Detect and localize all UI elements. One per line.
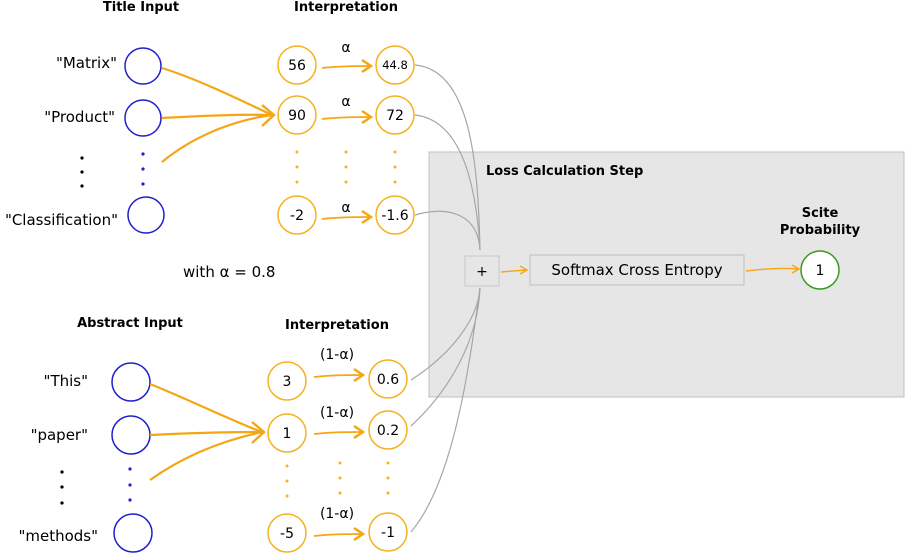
abstract-token-paper: "paper" xyxy=(31,426,88,444)
abstract-interp-value-3: -5 xyxy=(280,526,294,542)
output-header-line1: Scite xyxy=(802,206,839,221)
abstract-input-node-paper xyxy=(111,415,151,455)
softmax-to-output-arrow xyxy=(745,264,801,274)
title-input-nodes xyxy=(124,47,165,234)
abstract-scale-arrows xyxy=(313,367,366,542)
title-interp-node-1 xyxy=(277,45,317,85)
merge-line-classification xyxy=(414,210,481,251)
abstract-input-node-methods xyxy=(113,513,153,553)
abstract-interp-value-2: 1 xyxy=(283,426,292,442)
abstract-scaled-node-3 xyxy=(368,512,408,552)
title-scaled-node-1 xyxy=(375,45,415,85)
loss-panel-title: Loss Calculation Step xyxy=(486,164,643,179)
abstract-interp-ellipsis xyxy=(285,461,390,498)
merge-line-matrix xyxy=(414,64,481,251)
abstract-coef-label-1: (1-α) xyxy=(320,347,354,363)
title-scale-arrows xyxy=(321,58,374,225)
abstract-scaled-value-2: 0.2 xyxy=(377,423,399,439)
merge-line-product xyxy=(414,114,481,251)
abstract-token-methods: "methods" xyxy=(18,527,98,545)
title-fanin-arrows xyxy=(161,66,276,163)
title-interpretation-header: Interpretation xyxy=(294,0,398,15)
abstract-interp-node-2 xyxy=(267,413,307,453)
title-token-matrix: "Matrix" xyxy=(56,54,117,72)
title-input-node-product xyxy=(124,99,162,137)
abstract-token-this: "This" xyxy=(44,372,88,390)
merge-line-methods xyxy=(410,287,481,533)
alpha-note: with α = 0.8 xyxy=(183,263,275,281)
output-header-line2: Probability xyxy=(780,223,861,238)
merge-line-paper xyxy=(410,287,481,427)
abstract-interpretation-header: Interpretation xyxy=(285,318,389,333)
sum-symbol: + xyxy=(476,264,488,280)
title-scaled-node-3 xyxy=(375,195,415,235)
abstract-interp-node-3 xyxy=(267,513,307,553)
title-interp-node-3 xyxy=(277,195,317,235)
title-interp-value-3: -2 xyxy=(290,208,304,224)
abstract-coef-label-2: (1-α) xyxy=(320,405,354,421)
title-ellipsis xyxy=(80,152,145,188)
output-value: 1 xyxy=(816,263,825,279)
sum-node xyxy=(464,255,500,287)
title-interp-ellipsis xyxy=(295,150,397,184)
title-token-product: "Product" xyxy=(44,108,115,126)
title-input-node-classification xyxy=(127,196,165,234)
softmax-label: Softmax Cross Entropy xyxy=(551,261,722,279)
title-scaled-value-3: -1.6 xyxy=(381,208,408,224)
abstract-input-nodes xyxy=(111,362,153,553)
abstract-input-node-this xyxy=(111,362,151,402)
title-input-node-matrix xyxy=(124,47,162,85)
abstract-scaled-value-1: 0.6 xyxy=(377,372,399,388)
title-token-classification: "Classification" xyxy=(5,211,118,229)
merge-lines xyxy=(410,64,481,533)
title-interp-value-1: 56 xyxy=(288,58,306,74)
title-input-header: Title Input xyxy=(103,0,179,15)
title-scaled-value-2: 72 xyxy=(386,108,404,124)
abstract-scaled-node-1 xyxy=(368,359,408,399)
abstract-coef-label-3: (1-α) xyxy=(320,506,354,522)
sum-to-softmax-arrow xyxy=(500,265,529,275)
title-coef-label-2: α xyxy=(341,94,350,110)
abstract-interp-value-1: 3 xyxy=(283,374,292,390)
title-interp-value-2: 90 xyxy=(288,108,306,124)
output-node xyxy=(800,250,840,290)
title-interp-node-2 xyxy=(277,95,317,135)
title-coef-label-1: α xyxy=(341,40,350,56)
title-scaled-value-1: 44.8 xyxy=(382,58,408,72)
abstract-input-header: Abstract Input xyxy=(77,316,183,331)
abstract-interp-nodes xyxy=(267,359,408,553)
abstract-scaled-value-3: -1 xyxy=(381,525,395,541)
abstract-ellipsis xyxy=(60,467,132,505)
title-scaled-node-2 xyxy=(375,95,415,135)
title-interp-nodes xyxy=(277,45,415,235)
title-coef-label-3: α xyxy=(341,200,350,216)
abstract-fanin-arrows xyxy=(149,382,266,481)
softmax-box xyxy=(529,254,745,286)
abstract-scaled-node-2 xyxy=(368,410,408,450)
abstract-interp-node-1 xyxy=(267,361,307,401)
